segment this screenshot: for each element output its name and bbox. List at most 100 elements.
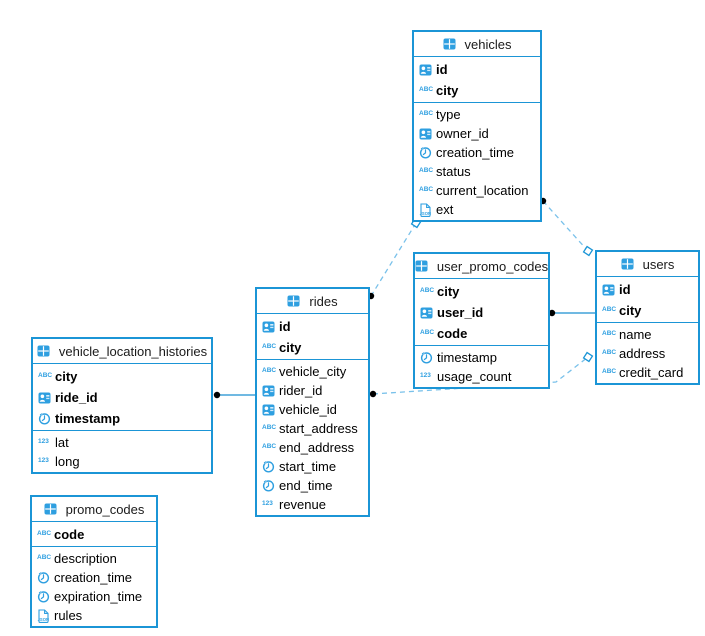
column-row-vehicle_id[interactable]: vehicle_id xyxy=(257,400,368,419)
id-badge-icon xyxy=(420,307,437,319)
table-icon xyxy=(443,38,460,50)
column-label: city xyxy=(436,83,459,98)
column-label: status xyxy=(436,164,471,179)
column-label: owner_id xyxy=(436,126,489,141)
abc-string-type-icon: ABC xyxy=(419,86,434,94)
column-row-timestamp[interactable]: timestamp xyxy=(415,348,548,367)
column-label: name xyxy=(619,327,652,342)
primary-key-row-id[interactable]: id xyxy=(257,316,368,337)
column-label: rider_id xyxy=(279,383,323,398)
column-row-owner_id[interactable]: owner_id xyxy=(414,124,540,143)
relation-endpoint-dot xyxy=(369,390,377,398)
table-header-promo_codes[interactable]: promo_codes xyxy=(32,497,156,522)
column-row-creation_time[interactable]: creation_time xyxy=(32,568,156,587)
primary-key-row-id[interactable]: id xyxy=(414,59,540,80)
primary-key-row-ride_id[interactable]: ride_id xyxy=(33,387,211,408)
clock-datetime-type-icon xyxy=(420,351,437,364)
table-name: promo_codes xyxy=(65,501,145,517)
table-icon xyxy=(415,260,432,272)
column-row-rider_id[interactable]: rider_id xyxy=(257,381,368,400)
id-badge-icon xyxy=(602,284,619,296)
id-badge-icon xyxy=(262,321,279,333)
column-label: timestamp xyxy=(55,411,121,426)
column-label: long xyxy=(55,454,80,469)
primary-key-row-timestamp[interactable]: timestamp xyxy=(33,408,211,429)
column-label: usage_count xyxy=(437,369,512,384)
column-label: start_time xyxy=(279,459,337,474)
table-header-vehicles[interactable]: vehicles xyxy=(414,32,540,57)
table-name: users xyxy=(642,256,675,272)
column-label: rules xyxy=(54,608,83,623)
table-header-rides[interactable]: rides xyxy=(257,289,368,314)
id-badge-icon xyxy=(38,392,55,404)
column-label: ext xyxy=(436,202,454,217)
table-header-user_promo_codes[interactable]: user_promo_codes xyxy=(415,254,548,279)
column-row-end_time[interactable]: end_time xyxy=(257,476,368,495)
column-label: code xyxy=(437,326,468,341)
column-label: code xyxy=(54,527,85,542)
id-badge-icon xyxy=(419,128,436,140)
column-label: ride_id xyxy=(55,390,98,405)
column-row-creation_time[interactable]: creation_time xyxy=(414,143,540,162)
table-header-users[interactable]: users xyxy=(597,252,698,277)
table-name: user_promo_codes xyxy=(436,258,548,274)
clock-datetime-type-icon xyxy=(262,479,279,492)
table-icon xyxy=(37,345,54,357)
column-label: type xyxy=(436,107,461,122)
column-label: credit_card xyxy=(619,365,684,380)
relation-line-rides-users[interactable] xyxy=(372,356,589,395)
primary-key-row-id[interactable]: id xyxy=(597,279,698,300)
json-document-type-icon: JSON xyxy=(37,608,54,623)
table-name: rides xyxy=(309,293,338,309)
relation-line-vehicles-rides[interactable] xyxy=(370,222,417,297)
column-label: end_time xyxy=(279,478,333,493)
123-number-type-icon: 123 xyxy=(38,438,49,446)
relation-line-vehicles-users[interactable] xyxy=(542,200,589,252)
column-row-start_time[interactable]: start_time xyxy=(257,457,368,476)
column-label: start_address xyxy=(279,421,358,436)
table-header-vehicle_location_histories[interactable]: vehicle_location_histories xyxy=(33,339,211,364)
primary-key-row-user_id[interactable]: user_id xyxy=(415,302,548,323)
table-icon xyxy=(44,503,61,515)
json-document-type-icon: JSON xyxy=(419,202,436,217)
column-row-expiration_time[interactable]: expiration_time xyxy=(32,587,156,606)
table-icon xyxy=(287,295,304,307)
abc-string-type-icon: ABC xyxy=(602,349,617,357)
